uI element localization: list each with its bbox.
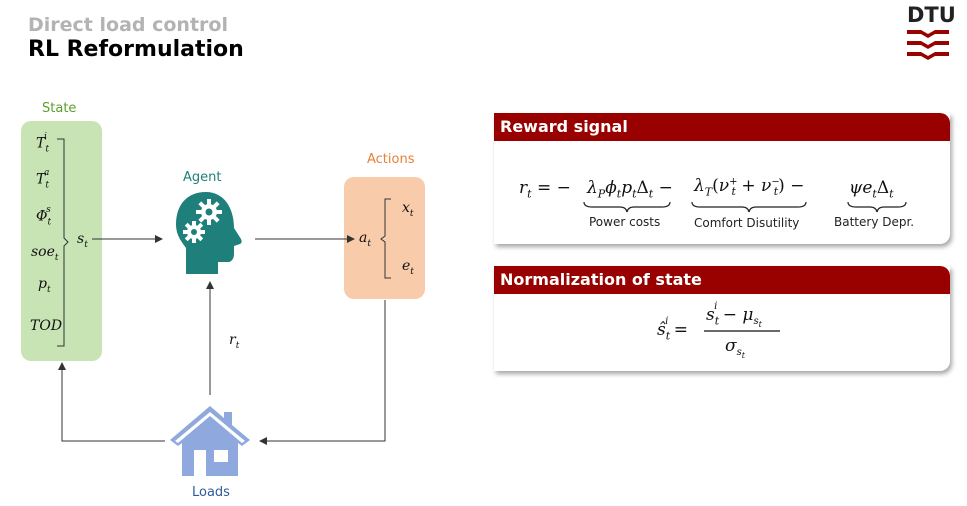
house-icon xyxy=(170,406,250,476)
state-var-soe: soet xyxy=(31,244,59,263)
state-bracket xyxy=(57,138,69,347)
normalized-state-lhs: ŝti = xyxy=(657,316,689,343)
state-var-ambient-temp: Tta xyxy=(36,168,50,191)
reward-equation: rt = − xyxy=(519,178,571,201)
reward-symbol: rt xyxy=(229,332,240,351)
state-label: State xyxy=(42,101,77,116)
agent-label: Agent xyxy=(183,170,222,185)
reward-signal-title: Reward signal xyxy=(494,113,950,141)
action-bracket xyxy=(380,198,391,279)
fraction-bar xyxy=(704,330,780,332)
normalization-denominator: σst xyxy=(725,336,745,361)
battery-depr-label: Battery Depr. xyxy=(834,215,915,229)
reward-term-comfort: λT(ν+t + ν−t) − xyxy=(694,176,805,199)
action-symbol: at xyxy=(359,230,371,249)
action-var-e: et xyxy=(402,258,414,277)
normalization-title: Normalization of state xyxy=(494,266,950,294)
comfort-disutility-label: Comfort Disutility xyxy=(694,216,800,230)
actions-label: Actions xyxy=(367,152,415,167)
dtu-logo-icon xyxy=(907,30,949,60)
state-var-price: pt xyxy=(38,276,51,295)
underbraces xyxy=(583,201,907,213)
action-var-x: xt xyxy=(402,200,414,219)
slide-subtitle: Direct load control xyxy=(28,14,228,36)
state-var-indoor-temp: Tti xyxy=(36,132,49,155)
dtu-logo-text: DTU xyxy=(907,3,956,27)
reward-signal-card: Reward signal xyxy=(494,113,950,244)
reward-term-power: λPϕtptΔt − xyxy=(587,178,673,201)
actions-box xyxy=(344,177,425,299)
loads-label: Loads xyxy=(192,485,230,500)
state-var-solar: Φts xyxy=(36,205,52,228)
agent-head-gears-icon xyxy=(176,192,242,274)
slide-title: RL Reformulation xyxy=(28,37,244,62)
normalization-card: Normalization of state xyxy=(494,266,950,371)
reward-term-battery: ψetΔt xyxy=(849,178,894,201)
power-costs-label: Power costs xyxy=(589,215,661,229)
state-symbol: st xyxy=(77,231,88,250)
state-var-tod: TOD xyxy=(30,318,63,334)
normalization-numerator: sti − μst xyxy=(706,301,762,330)
state-box xyxy=(21,121,102,361)
